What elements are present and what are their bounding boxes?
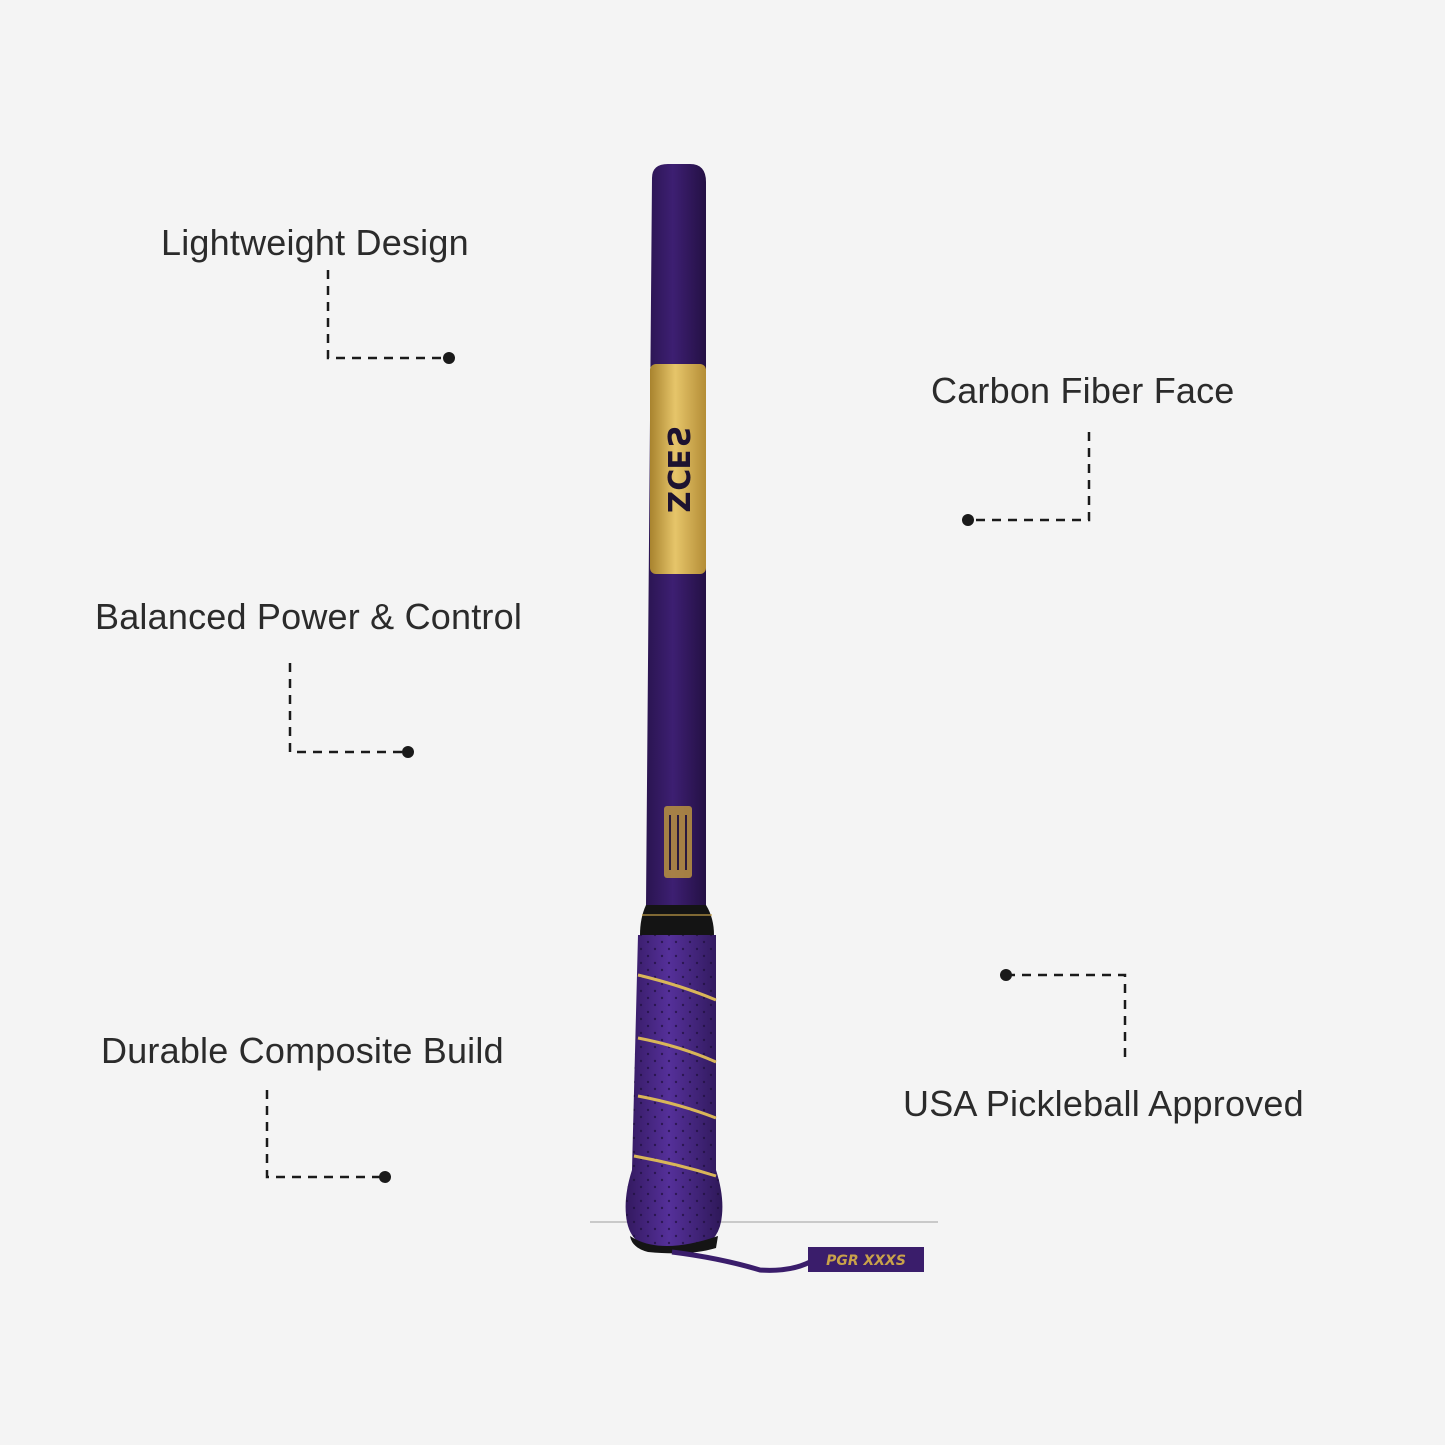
paddle-butt-cap	[630, 1236, 718, 1254]
connector-dot-durable	[379, 1171, 391, 1183]
lanyard-tag-text: PGR XXXS	[826, 1253, 906, 1269]
connector-usa	[1006, 973, 1127, 1063]
feature-label-usa-approved: USA Pickleball Approved	[903, 1083, 1304, 1124]
feature-label-carbon-fiber: Carbon Fiber Face	[931, 370, 1235, 411]
connector-carbon	[968, 432, 1091, 522]
connector-dot-lightweight	[443, 352, 455, 364]
feature-label-lightweight: Lightweight Design	[161, 222, 469, 263]
connector-balanced	[288, 663, 407, 754]
lanyard-tag	[808, 1247, 924, 1272]
feature-label-durable: Durable Composite Build	[101, 1030, 504, 1071]
connector-dot-balanced	[402, 746, 414, 758]
paddle-gold-band	[650, 364, 706, 574]
paddle-collar	[640, 905, 714, 935]
connector-dot-carbon	[962, 514, 974, 526]
connector-dot-usa	[1000, 969, 1012, 981]
feature-label-balanced: Balanced Power & Control	[95, 596, 523, 637]
connector-lightweight	[326, 270, 448, 360]
connector-durable	[265, 1090, 384, 1179]
brand-mark: ƧƎƆZ	[660, 427, 695, 513]
paddle-lanyard	[671, 1249, 812, 1273]
